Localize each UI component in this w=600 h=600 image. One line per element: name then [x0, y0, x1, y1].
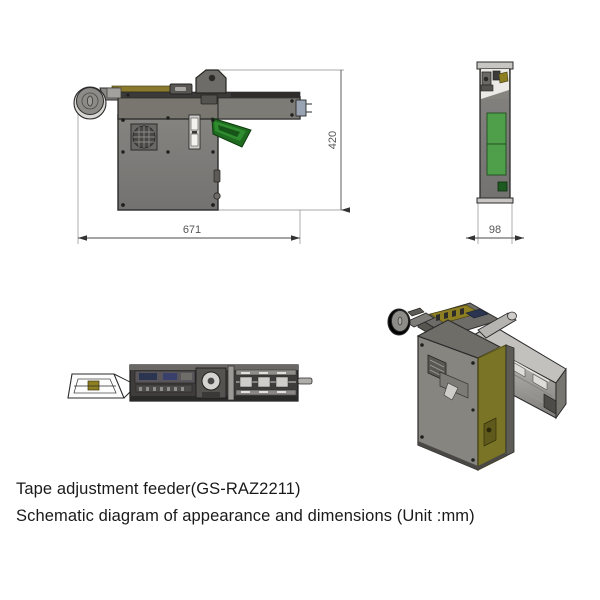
front-green-chute [211, 117, 252, 148]
top-view-tray [67, 373, 133, 399]
front-view: 420 671 [73, 69, 350, 244]
front-indicator-bottom [190, 133, 199, 147]
dimension-98: 98 [466, 224, 524, 241]
side-green-panel-bottom [486, 143, 507, 176]
iso-olive-top-edge [478, 345, 506, 358]
top-tray-inner [73, 378, 117, 394]
iso-roller-cap [507, 311, 517, 321]
dimension-671: 671 [78, 224, 300, 241]
side-bottom-cap [476, 197, 514, 204]
top-view [67, 364, 313, 402]
side-green-connector [497, 181, 508, 192]
front-indicator-top [190, 117, 199, 131]
top-rotary-base [202, 392, 220, 398]
top-divider-bar [227, 365, 235, 401]
front-fan-grille [130, 123, 158, 151]
top-display-c [181, 373, 192, 380]
front-chute-shadow [218, 125, 240, 137]
side-view-machine [476, 61, 514, 204]
front-lower-knob [213, 192, 221, 200]
dim-671-label: 671 [183, 224, 201, 236]
front-right-connector [295, 99, 307, 117]
side-view-extension-lines [477, 200, 513, 244]
top-chassis-edge-top [130, 365, 298, 370]
front-reel-assembly [73, 86, 122, 120]
side-top-cap [476, 61, 514, 70]
iso-face-label [443, 382, 459, 401]
iso-olive-panel [477, 344, 507, 471]
top-view-body [129, 364, 313, 402]
caption-line-description: Schematic diagram of appearance and dime… [16, 507, 475, 525]
side-view: 98 [466, 61, 524, 244]
front-side-latch [213, 169, 221, 183]
iso-face-panel [439, 371, 469, 399]
iso-rail-endplate [543, 393, 557, 415]
dim-98-label: 98 [489, 224, 501, 236]
top-display-a [139, 373, 157, 380]
dimension-420: 420 [327, 70, 350, 213]
top-slot-marks [241, 372, 286, 393]
front-view-extension-lines [77, 69, 344, 244]
iso-main-housing [416, 319, 502, 471]
top-connector-row [135, 384, 193, 393]
iso-olive-face [477, 344, 507, 471]
caption-line-product: Tape adjustment feeder(GS-RAZ2211) [16, 480, 301, 498]
iso-roller [477, 311, 517, 339]
side-mech-gold [498, 71, 509, 84]
top-rotary-hub [207, 377, 215, 385]
top-tray-link-a [113, 373, 133, 384]
iso-housing-front [417, 335, 479, 471]
iso-reel-slot [397, 316, 403, 326]
front-bracket-slot [175, 87, 186, 91]
top-connector-pins [139, 387, 184, 391]
front-head-tower [195, 69, 227, 94]
front-indicator-divider [192, 131, 197, 134]
iso-olive-bolt [486, 427, 492, 433]
iso-reel-assembly [387, 307, 435, 336]
side-green-panel-top [486, 112, 507, 145]
caption-block: Tape adjustment feeder(GS-RAZ2211) Schem… [16, 476, 576, 530]
front-head-pivot [208, 74, 216, 82]
front-reel-slot [87, 95, 94, 107]
side-upper-slope [481, 90, 509, 99]
front-mounting-bolts [121, 93, 294, 207]
iso-feed-teeth [436, 308, 464, 321]
front-top-rail-right [231, 92, 300, 97]
top-output-shaft [297, 377, 313, 385]
front-head-base [200, 94, 218, 105]
front-right-arm [217, 96, 301, 120]
iso-reel-bracket [407, 307, 425, 317]
side-mech-pivot [483, 76, 489, 82]
iso-roller-body [477, 312, 517, 339]
front-indicator-panel [188, 114, 201, 150]
iso-feed-display [465, 308, 489, 319]
top-tray-center [87, 380, 100, 391]
iso-reel-arm [405, 312, 435, 328]
isometric-view [387, 302, 567, 471]
top-chassis-edge-bottom [130, 396, 298, 401]
front-reel-ring [81, 92, 99, 110]
side-mech-bracket [480, 84, 494, 92]
iso-housing-link [505, 344, 515, 457]
front-view-machine [73, 69, 312, 211]
iso-housing-bolts [420, 343, 475, 462]
dim-420-label: 420 [327, 131, 339, 149]
front-reel-mount [106, 87, 122, 99]
top-display-b [163, 373, 177, 380]
top-guide-blocks [239, 376, 289, 388]
